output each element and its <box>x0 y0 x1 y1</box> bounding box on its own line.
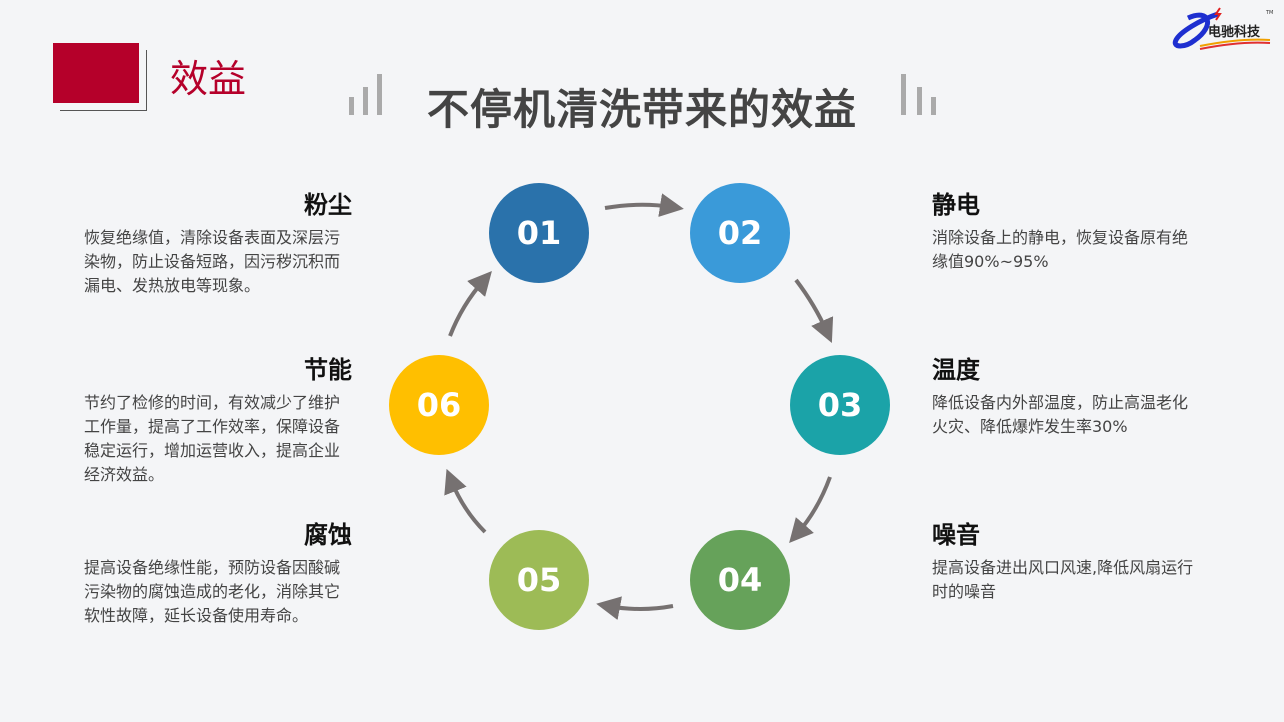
benefit-desc: 节约了检修的时间，有效减少了维护工作量，提高了工作效率，保障设备稳定运行，增加运… <box>84 393 341 484</box>
arrow-01-02 <box>604 193 684 218</box>
benefit-title: 噪音 <box>932 521 980 549</box>
benefit-title: 静电 <box>932 191 980 219</box>
benefit-desc: 提高设备绝缘性能，预防设备因酸碱污染物的腐蚀造成的老化，消除其它软性故障，延长设… <box>84 558 341 625</box>
benefit-desc: 提高设备进出风口风速,降低风扇运行时的噪音 <box>932 558 1194 601</box>
benefit-dust: 粉尘 恢复绝缘值，清除设备表面及深层污染物，防止设备短路，因污秽沉积而漏电、发热… <box>84 185 354 298</box>
section-marker <box>53 43 139 103</box>
step-circle-04: 04 <box>690 530 790 630</box>
benefit-title: 温度 <box>932 356 980 384</box>
step-circle-02: 02 <box>690 183 790 283</box>
section-title: 效益 <box>170 57 247 101</box>
arrow-04-05 <box>596 596 674 621</box>
benefit-temperature: 温度 降低设备内外部温度，防止高温老化火灾、降低爆炸发生率30% <box>932 350 1202 439</box>
step-circle-05: 05 <box>489 530 589 630</box>
page-title: 不停机清洗带来的效益 <box>426 85 857 134</box>
title-deco-bar <box>377 74 382 115</box>
title-deco-bar <box>917 87 922 115</box>
arrow-03-04 <box>789 476 832 544</box>
title-deco-bar <box>901 74 906 115</box>
step-circle-03: 03 <box>790 355 890 455</box>
title-deco-bar <box>363 87 368 115</box>
step-circle-01: 01 <box>489 183 589 283</box>
benefit-desc: 降低设备内外部温度，防止高温老化火灾、降低爆炸发生率30% <box>932 393 1189 436</box>
benefit-noise: 噪音 提高设备进出风口风速,降低风扇运行时的噪音 <box>932 515 1202 604</box>
arrow-05-06 <box>444 468 487 534</box>
benefit-desc: 消除设备上的静电，恢复设备原有绝缘值90%~95% <box>932 228 1189 271</box>
title-deco-bar <box>931 97 936 115</box>
benefit-desc: 恢复绝缘值，清除设备表面及深层污染物，防止设备短路，因污秽沉积而漏电、发热放电等… <box>84 228 341 295</box>
step-circle-06: 06 <box>389 355 489 455</box>
arrow-06-01 <box>448 270 492 337</box>
benefit-title: 节能 <box>304 356 352 384</box>
benefit-corrosion: 腐蚀 提高设备绝缘性能，预防设备因酸碱污染物的腐蚀造成的老化，消除其它软性故障，… <box>84 515 354 628</box>
benefit-title: 粉尘 <box>304 191 352 219</box>
company-logo: 电驰科技 TM <box>1170 4 1280 54</box>
section-marker-shadow <box>60 50 147 111</box>
arrow-02-03 <box>794 278 834 343</box>
benefit-energy: 节能 节约了检修的时间，有效减少了维护工作量，提高了工作效率，保障设备稳定运行，… <box>84 350 354 487</box>
svg-text:TM: TM <box>1265 10 1273 16</box>
title-deco-bar <box>349 97 354 115</box>
benefit-static: 静电 消除设备上的静电，恢复设备原有绝缘值90%~95% <box>932 185 1202 274</box>
svg-text:电驰科技: 电驰科技 <box>1208 24 1261 40</box>
benefit-title: 腐蚀 <box>304 521 352 549</box>
